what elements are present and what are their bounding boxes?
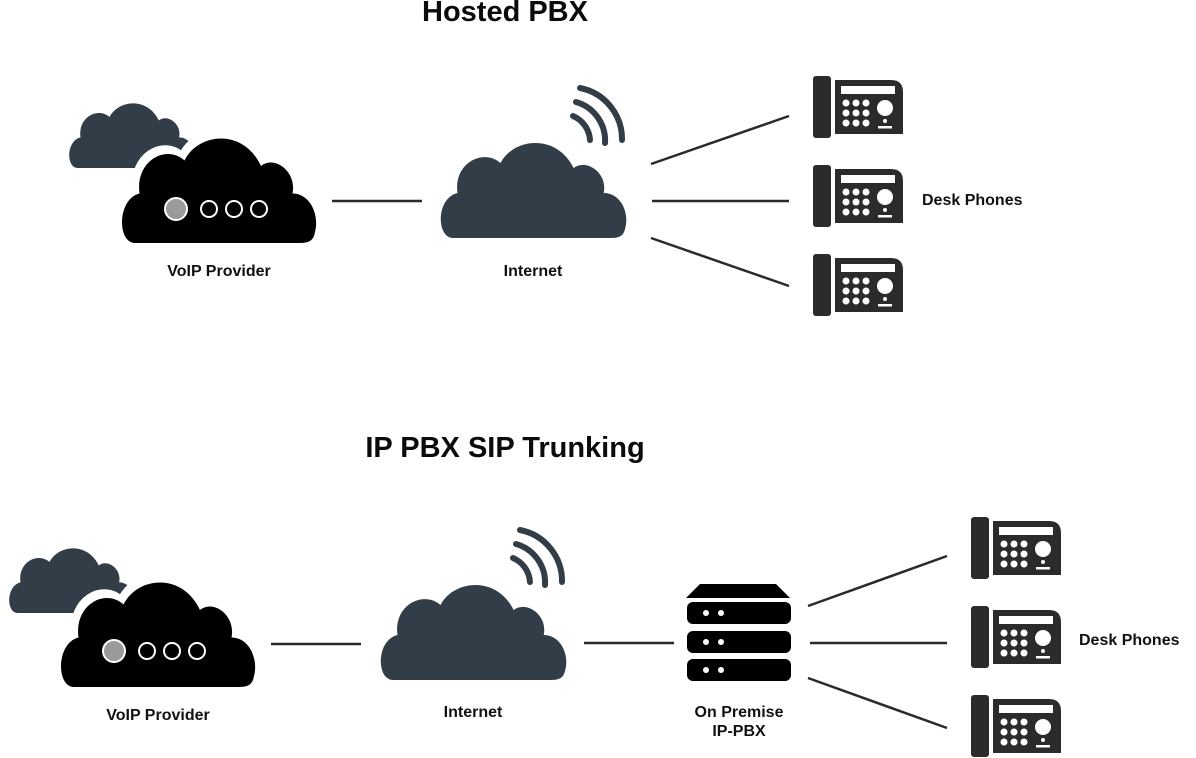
internet-cloud-icon-1 bbox=[440, 85, 627, 238]
link-pbx-phone-2a bbox=[807, 554, 948, 608]
phones-label: Desk Phones bbox=[1079, 632, 1180, 649]
desk-phone-icon bbox=[813, 165, 903, 227]
provider-cloud-icon-2 bbox=[9, 548, 255, 687]
phones-label: Desk Phones bbox=[922, 192, 1023, 209]
desk-phone-icon bbox=[813, 76, 903, 138]
internet-label: Internet bbox=[443, 704, 503, 721]
provider-label: VoIP Provider bbox=[106, 707, 210, 724]
pbx-label-line1: On Premise bbox=[694, 704, 784, 721]
internet-label: Internet bbox=[503, 263, 563, 280]
provider-cloud-icon-1 bbox=[69, 103, 316, 243]
pbx-label-line2: IP-PBX bbox=[712, 723, 766, 740]
server-rack-icon bbox=[686, 584, 791, 681]
desk-phone-icon bbox=[971, 695, 1061, 757]
internet-cloud-icon-2 bbox=[380, 527, 567, 680]
desk-phone-icon bbox=[971, 606, 1061, 668]
desk-phone-icon bbox=[971, 517, 1061, 579]
link-pbx-phone-2c bbox=[807, 676, 948, 730]
diagram-title: IP PBX SIP Trunking bbox=[365, 432, 645, 464]
link-internet-phone-1c bbox=[650, 236, 790, 288]
provider-label: VoIP Provider bbox=[167, 263, 271, 280]
diagram-title: Hosted PBX bbox=[422, 0, 588, 28]
desk-phone-icon bbox=[813, 254, 903, 316]
link-internet-phone-1a bbox=[650, 114, 790, 166]
